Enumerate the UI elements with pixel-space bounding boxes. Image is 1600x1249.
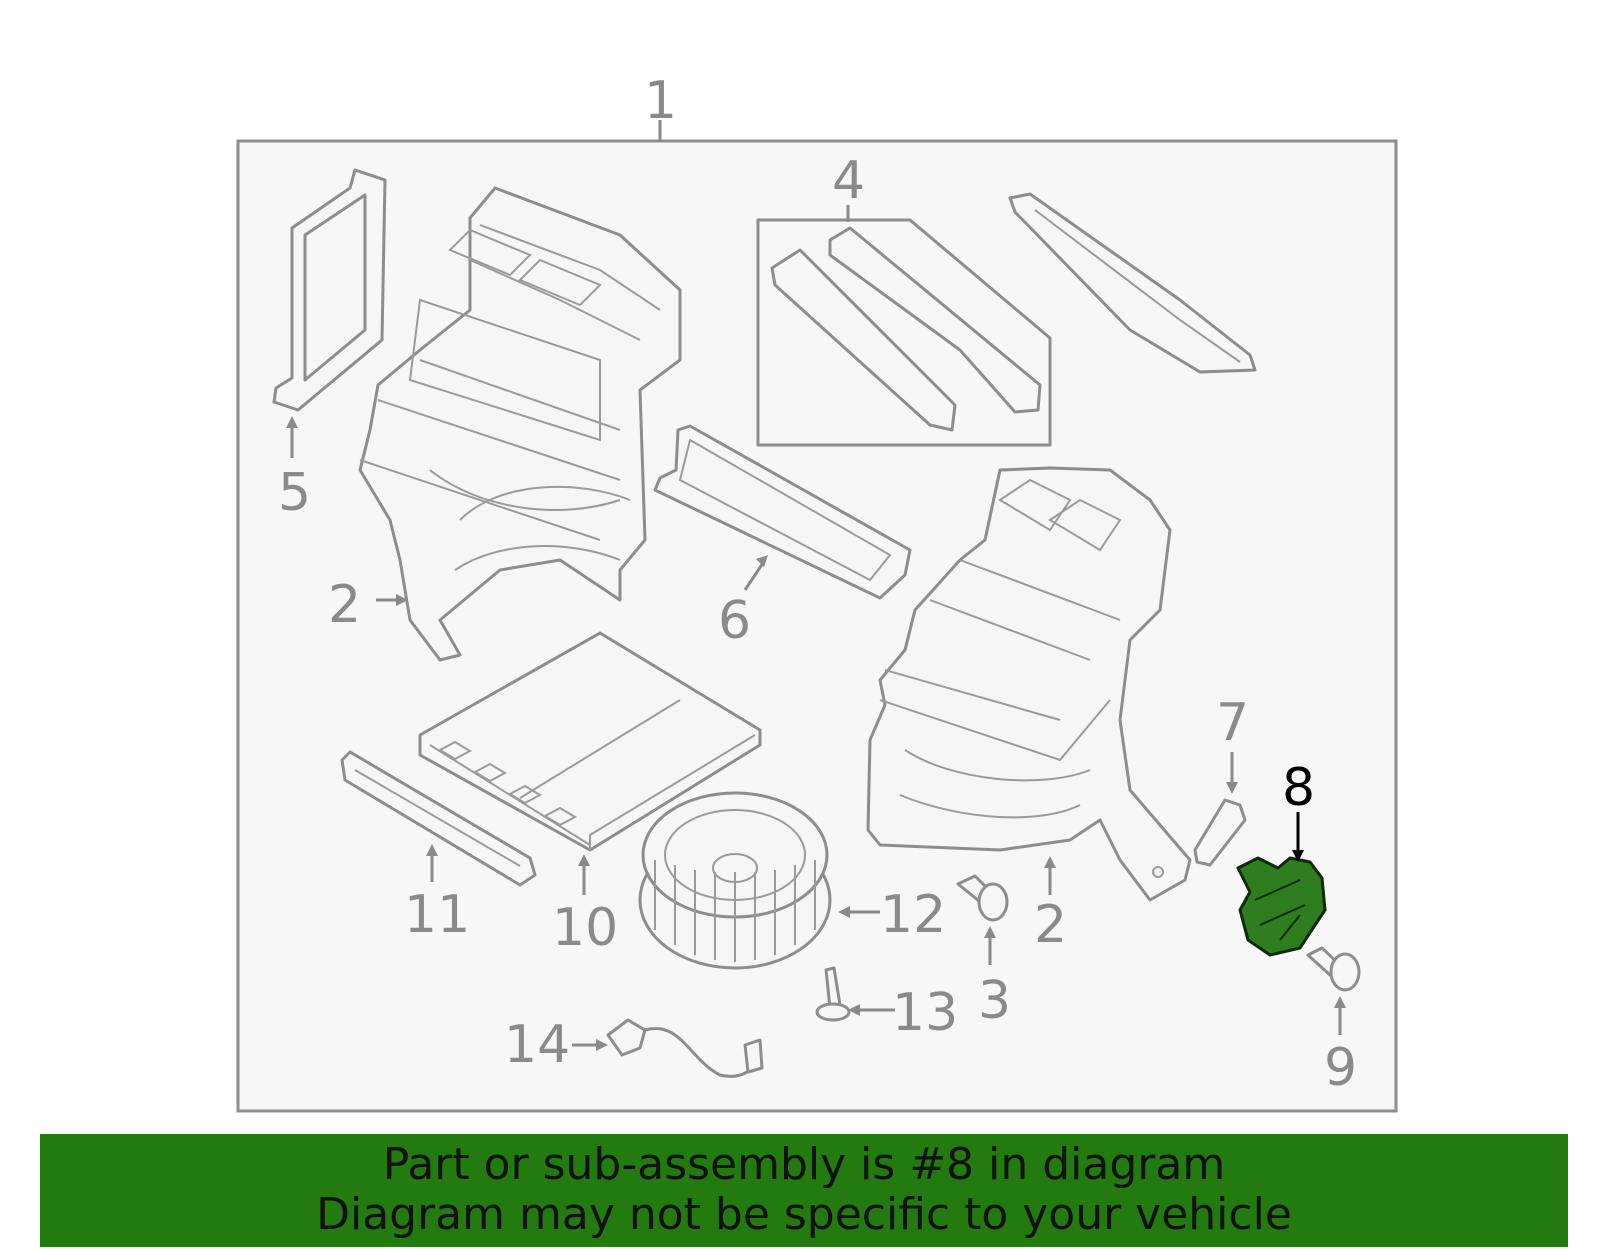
part-5-filter-frame [272, 168, 387, 412]
callout-11: 11 [404, 885, 470, 945]
part-11-strip [340, 750, 537, 887]
callout-14: 14 [504, 1015, 570, 1075]
callout-12: 12 [880, 885, 946, 945]
callout-5: 5 [278, 463, 311, 523]
part-3-screw [956, 874, 1009, 922]
part-14-harness [606, 1018, 764, 1078]
part-2-housing-upper [358, 186, 682, 662]
callout-2-upper: 2 [328, 575, 361, 635]
callout-7: 7 [1216, 693, 1249, 753]
part-4-kit [756, 218, 1052, 447]
part-10-core [418, 631, 762, 852]
part-2-housing-lower [866, 466, 1192, 902]
part-12-blower-wheel [638, 791, 832, 970]
part-8-actuator-highlighted [1236, 856, 1327, 957]
part-13-screw [815, 966, 851, 1022]
info-banner: Part or sub-assembly is #8 in diagram Di… [40, 1134, 1568, 1247]
callout-13: 13 [892, 983, 958, 1043]
callout-10: 10 [552, 898, 618, 958]
part-9-screw [1306, 946, 1361, 992]
callout-9: 9 [1324, 1038, 1357, 1098]
callout-1: 1 [644, 71, 677, 131]
seal-strip [1008, 192, 1257, 374]
callout-6: 6 [718, 591, 751, 651]
banner-line-part: Part or sub-assembly is #8 in diagram [382, 1139, 1226, 1190]
part-6-filter-cover [653, 424, 912, 600]
callout-2-lower: 2 [1034, 895, 1067, 955]
callout-8-highlighted: 8 [1282, 758, 1315, 818]
part-7-clip [1193, 798, 1247, 867]
callout-3: 3 [978, 971, 1011, 1031]
banner-line-disclaimer: Diagram may not be specific to your vehi… [316, 1189, 1292, 1240]
callout-4: 4 [832, 151, 865, 211]
